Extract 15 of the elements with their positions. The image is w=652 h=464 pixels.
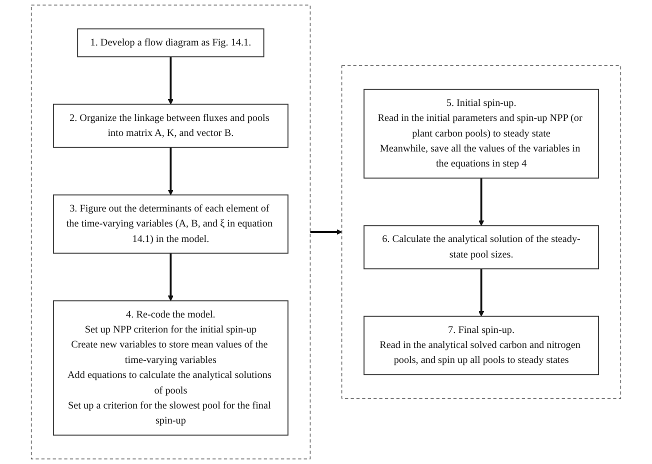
arrow bbox=[478, 268, 484, 317]
node-box: 2. Organize the linkage between fluxes and pools into matrix A, K, and vector B. bbox=[52, 104, 288, 148]
arrow bbox=[168, 56, 174, 105]
node-box: 3. Figure out the determinants of each element of the time-varying variables (A, B, and ξ in equation 14.1) in the model. bbox=[52, 194, 288, 254]
node-box: 4. Re-code the model. Set up NPP criterion for the initial spin-up Create new variables to store mean values of the time-varying variables Add equations to calculate the analytical solutions of pools Set up a criterion for the slowest pool for the final spin-up bbox=[52, 300, 288, 436]
arrow bbox=[168, 253, 174, 302]
arrow bbox=[168, 147, 174, 196]
node-box: 7. Final spin-up. Read in the analytical solved carbon and nitrogen pools, and spin up all pools to steady states bbox=[364, 316, 600, 376]
node-box: 5. Initial spin-up. Read in the initial parameters and spin-up NPP (or plant carbon pools) to steady state Meanwhile, save all the values of the variables in the equations in step 4 bbox=[364, 88, 600, 179]
node-box: 1. Develop a flow diagram as Fig. 14.1. bbox=[77, 28, 264, 58]
cluster bbox=[342, 65, 622, 399]
node-box: 6. Calculate the analytical solution of the steady-state pool sizes. bbox=[364, 225, 600, 270]
cluster bbox=[30, 4, 310, 460]
arrow bbox=[310, 229, 342, 235]
arrow bbox=[478, 178, 484, 226]
